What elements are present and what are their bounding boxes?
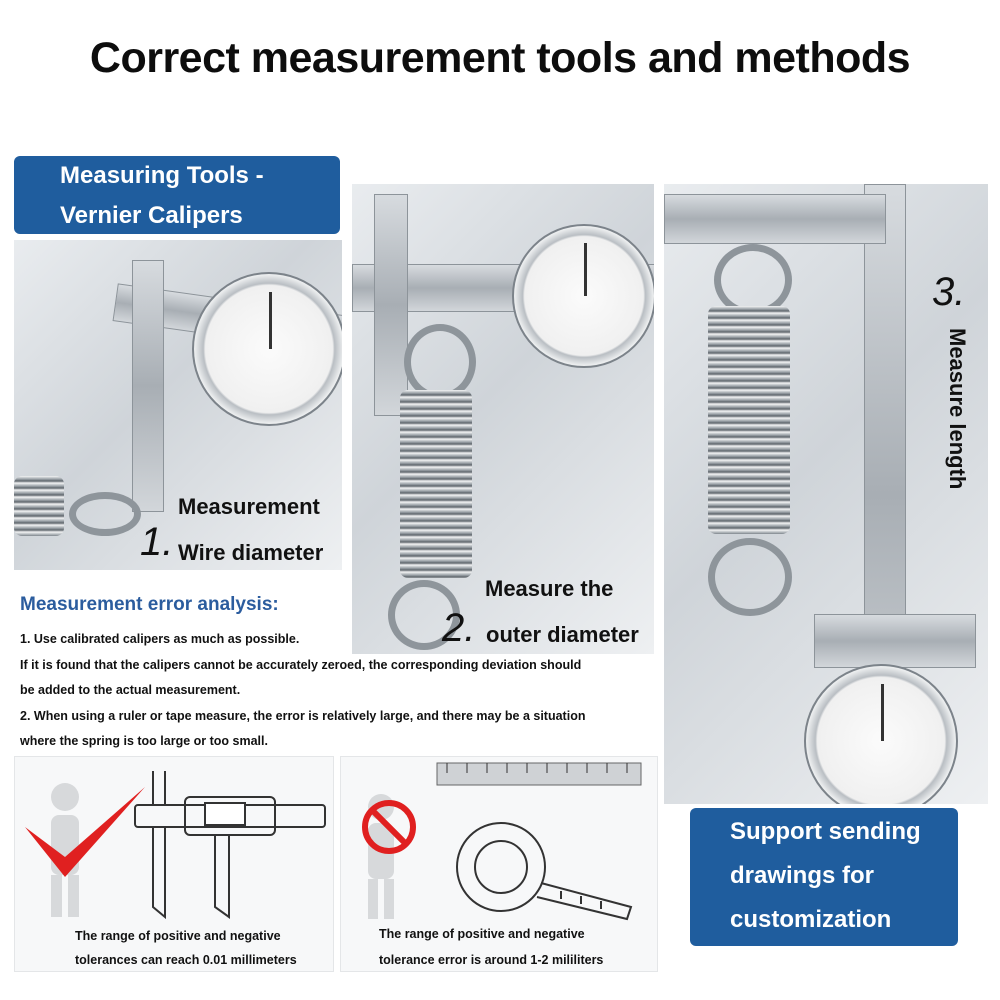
right-panel-line1: The range of positive and negative xyxy=(379,927,585,941)
step1-line2: Wire diameter xyxy=(178,540,324,565)
right-panel-line2: tolerance error is around 1-2 mililiters xyxy=(379,953,604,967)
error-line-5: where the spring is too large or too sma… xyxy=(20,734,268,748)
tools-line1: Measuring Tools - xyxy=(60,162,264,189)
tape-measure-icon xyxy=(456,822,633,921)
support-customization-banner: Support sending drawings for customizati… xyxy=(690,808,958,946)
error-analysis-heading: Measurement error analysis: xyxy=(20,594,279,615)
step1-line1: Measurement xyxy=(178,494,320,519)
tape-measure-illustration xyxy=(362,762,642,921)
caliper-panel: The range of positive and negative toler… xyxy=(14,756,334,972)
left-panel-line1: The range of positive and negative xyxy=(75,929,281,943)
left-panel-line2: tolerances can reach 0.01 millimeters xyxy=(75,953,297,967)
support-line1: Support sending xyxy=(730,818,921,845)
photo-wire-diameter xyxy=(14,240,342,570)
support-line3: customization xyxy=(730,906,892,933)
caliper-icon xyxy=(134,771,326,920)
step2-line2: outer diameter xyxy=(486,622,639,647)
step2-number: 2. xyxy=(442,606,476,650)
tape-measure-panel: The range of positive and negative toler… xyxy=(340,756,658,972)
caliper-illustration xyxy=(25,771,326,920)
ruler-icon xyxy=(436,762,642,786)
photo-length xyxy=(664,184,988,804)
page-title: Correct measurement tools and methods xyxy=(89,34,911,82)
step1-number: 1. xyxy=(140,520,174,564)
step3-label: Measure length xyxy=(945,328,970,490)
error-line-3: be added to the actual measurement. xyxy=(20,683,241,697)
tools-line2: Vernier Calipers xyxy=(60,202,243,229)
measuring-tools-banner: Measuring Tools - Vernier Calipers xyxy=(14,156,340,234)
check-mark-icon xyxy=(25,787,145,877)
no-sign-icon xyxy=(362,800,416,854)
step3-label-container: Measure length xyxy=(938,328,978,528)
step3-number: 3. xyxy=(932,270,966,314)
error-line-2: If it is found that the calipers cannot … xyxy=(20,658,582,672)
error-line-1: 1. Use calibrated calipers as much as po… xyxy=(20,632,300,646)
error-line-4: 2. When using a ruler or tape measure, t… xyxy=(20,709,586,723)
support-line2: drawings for xyxy=(730,862,875,889)
photo-outer-diameter xyxy=(352,184,654,654)
step2-line1: Measure the xyxy=(485,576,614,601)
